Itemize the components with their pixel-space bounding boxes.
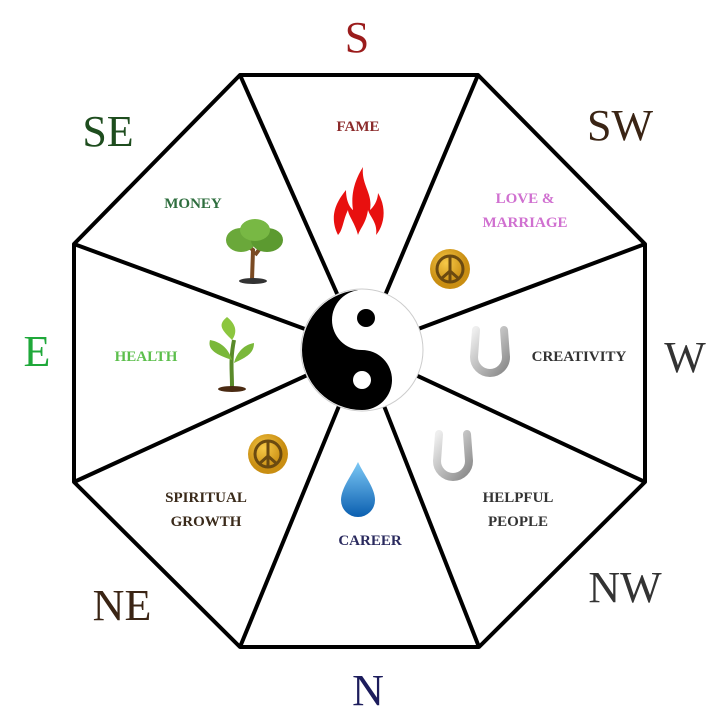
direction-ne: NE xyxy=(93,581,152,630)
direction-sw: SW xyxy=(587,101,653,150)
area-label-line: MARRIAGE xyxy=(483,215,568,231)
area-spiritual-growth: SPIRITUAL GROWTH xyxy=(165,490,247,530)
sprout-icon xyxy=(209,317,254,392)
octagon-outline xyxy=(72,73,647,649)
area-money: MONEY xyxy=(164,196,222,212)
area-creativity: CREATIVITY xyxy=(532,349,627,365)
direction-w: W xyxy=(664,333,706,382)
area-label-line: HEALTH xyxy=(115,349,178,365)
water-drop-icon xyxy=(341,462,375,517)
area-career: CAREER xyxy=(338,533,402,549)
direction-se: SE xyxy=(82,107,133,156)
area-label-line: PEOPLE xyxy=(488,514,548,530)
direction-labels: S SW W NW N NE E SE xyxy=(24,13,707,714)
direction-s: S xyxy=(345,13,369,62)
area-label-line: LOVE & xyxy=(496,191,555,207)
area-label-line: CREATIVITY xyxy=(532,349,627,365)
peace-icon xyxy=(248,434,288,474)
direction-e: E xyxy=(24,327,51,376)
horseshoe-icon xyxy=(469,326,511,377)
area-label-line: GROWTH xyxy=(171,514,242,530)
yin-yang-icon xyxy=(300,288,424,412)
area-label-line: CAREER xyxy=(338,533,402,549)
area-label-line: HELPFUL xyxy=(483,490,554,506)
tree-icon xyxy=(226,219,283,284)
peace-icon xyxy=(430,249,470,289)
area-labels: FAME LOVE & MARRIAGE CREATIVITY HELPFUL PE… xyxy=(115,119,627,549)
octagon-spokes xyxy=(73,74,646,648)
area-fame: FAME xyxy=(336,119,379,135)
direction-n: N xyxy=(352,666,384,714)
flame-icon xyxy=(333,167,384,235)
direction-nw: NW xyxy=(588,563,662,612)
area-label-line: MONEY xyxy=(164,196,222,212)
area-love-marriage: LOVE & MARRIAGE xyxy=(483,191,568,231)
area-label-line: SPIRITUAL xyxy=(165,490,247,506)
horseshoe-icon xyxy=(432,430,474,481)
area-helpful-people: HELPFUL PEOPLE xyxy=(483,490,554,530)
area-label-line: FAME xyxy=(336,119,379,135)
area-health: HEALTH xyxy=(115,349,178,365)
